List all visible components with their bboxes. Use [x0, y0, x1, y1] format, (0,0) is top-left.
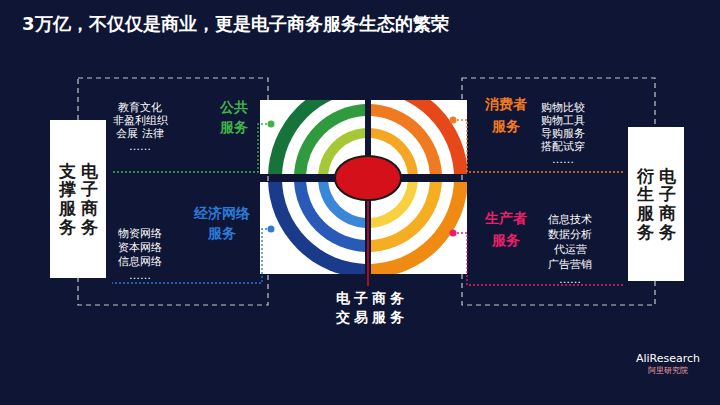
art-part	[306, 182, 365, 240]
quadrant-green	[260, 100, 365, 174]
vertical-heading: 衍生服务	[637, 167, 654, 242]
art-part	[328, 138, 365, 174]
quadrant-yellow	[371, 182, 467, 274]
art-part	[371, 100, 454, 174]
art-part	[371, 182, 454, 264]
category-label: 消费者 服务	[485, 93, 527, 137]
art-part	[371, 138, 408, 174]
art-part	[282, 182, 365, 264]
leader-line	[367, 198, 369, 286]
dashed-region	[78, 78, 268, 305]
art-part	[371, 104, 442, 174]
service-list: 购物比较 购物工具 导购服务 搭配试穿 ……	[541, 101, 585, 166]
category-label: 生产者 服务	[485, 207, 527, 251]
logo-text: 阿里研究院	[648, 366, 688, 376]
art-part	[328, 182, 365, 218]
art-part	[306, 116, 365, 174]
service-box: 电子商务衍生服务	[628, 127, 684, 281]
art-part	[371, 182, 418, 228]
art-part	[371, 182, 408, 218]
center-ellipse	[335, 156, 401, 200]
art-part	[294, 182, 365, 252]
category-label: 公共 服务	[220, 97, 248, 137]
marker-dot	[450, 117, 457, 124]
art-part	[371, 182, 430, 240]
leader-line	[453, 233, 625, 285]
slide-title: 3万亿，不仅仅是商业，更是电子商务服务生态的繁荣	[22, 12, 449, 36]
vertical-heading: 电子商务	[659, 167, 676, 242]
service-box: 电子商务支撑服务	[50, 120, 106, 278]
center-label: 电子商务 交易服务	[336, 289, 409, 327]
art-part	[318, 128, 365, 174]
vertical-heading: 支撑服务	[59, 162, 76, 237]
service-list: 教育文化 非盈利组织 会展 法律 ……	[113, 101, 168, 153]
vertical-heading: 电子商务	[81, 162, 98, 237]
art-part	[371, 182, 442, 252]
art-part	[294, 104, 365, 174]
marker-dot	[450, 230, 457, 237]
quadrant-blue	[260, 182, 365, 274]
service-list: 物资网络 资本网络 信息网络 ……	[118, 227, 162, 283]
art-part	[318, 182, 365, 228]
quadrant-orange	[371, 100, 467, 174]
art-part	[371, 100, 467, 174]
art-part	[371, 116, 430, 174]
dashed-region	[462, 78, 655, 305]
marker-dot	[268, 121, 275, 128]
art-part	[371, 128, 418, 174]
art-part	[268, 182, 365, 274]
service-list: 信息技术 数据分析 代运营 广告营销 ……	[548, 212, 592, 287]
leader-line	[453, 120, 625, 172]
art-part	[282, 100, 365, 174]
marker-dot	[268, 226, 275, 233]
category-label: 经济网络 服务	[194, 203, 250, 243]
art-part	[268, 100, 365, 174]
logo-text: AliResearch	[636, 352, 700, 365]
art-part	[371, 182, 467, 274]
